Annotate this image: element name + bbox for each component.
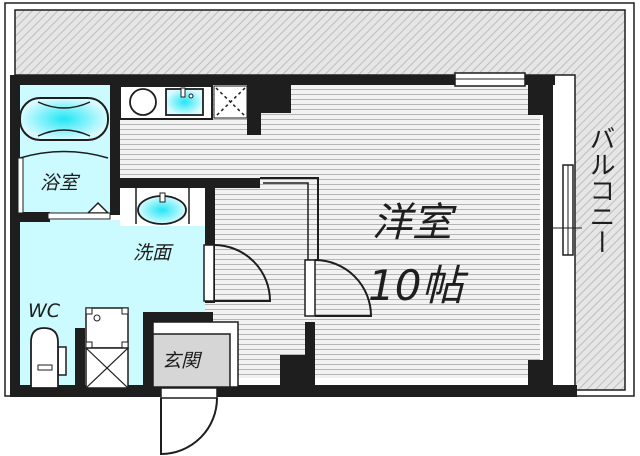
western-room-size: 10帖 (368, 261, 468, 310)
stove-icon (129, 88, 157, 116)
entrance-floor (152, 333, 231, 388)
entrance-door[interactable] (160, 387, 218, 399)
western-room-label: 洋室 (372, 200, 457, 246)
washroom-label: 洗面 (133, 242, 174, 264)
fridge-icon (215, 87, 246, 117)
balcony-label: バルコニー (585, 125, 615, 255)
bathtub-icon (19, 97, 109, 141)
western-room-door[interactable] (304, 259, 316, 317)
bathroom-door (17, 157, 24, 214)
toilet-icon (30, 327, 67, 389)
washroom-door[interactable] (203, 244, 215, 302)
toilet-label: WC (28, 300, 61, 322)
washbasin-icon (135, 188, 190, 225)
entrance-label: 玄関 (162, 350, 203, 372)
walls (10, 75, 577, 397)
bathroom-label: 浴室 (40, 172, 81, 194)
washing-machine-space (85, 307, 129, 389)
